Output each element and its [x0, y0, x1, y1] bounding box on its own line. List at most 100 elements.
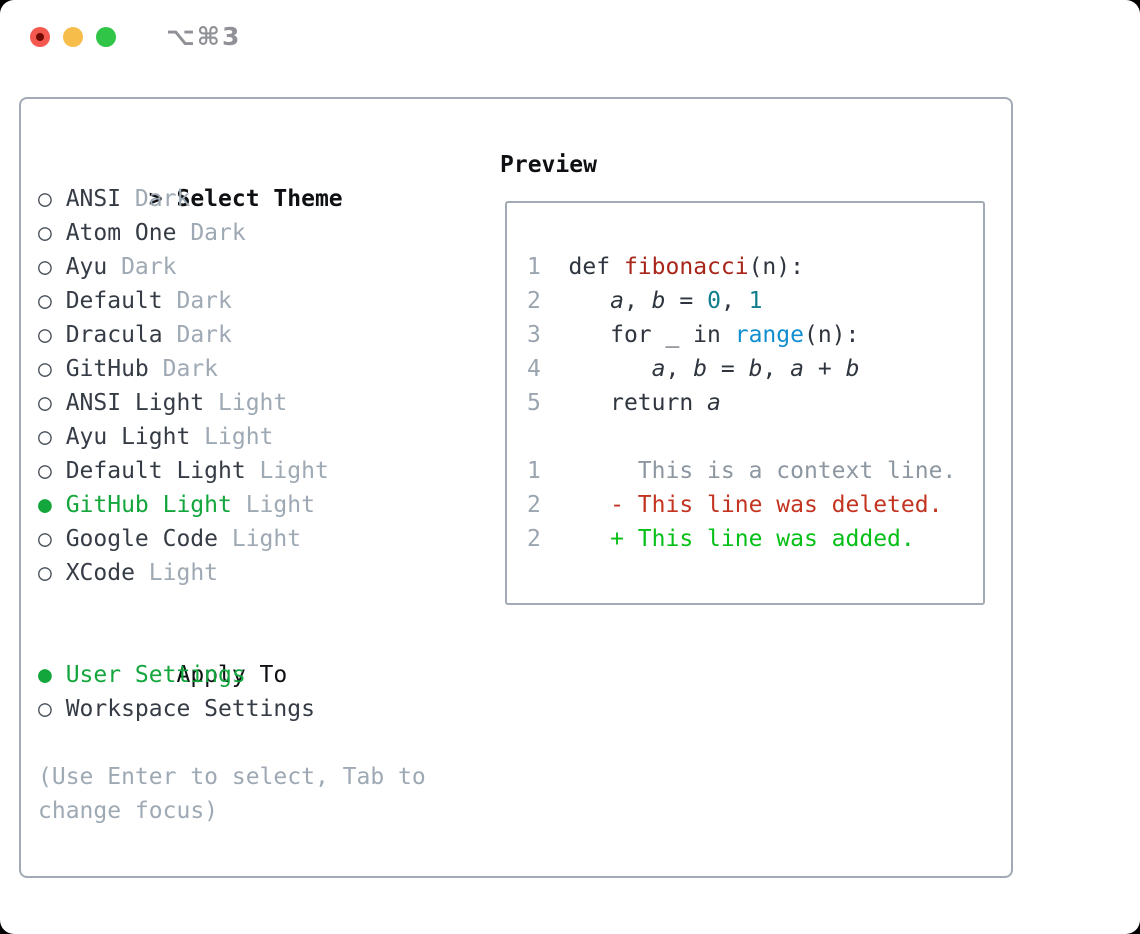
line-number: 2 — [527, 288, 541, 314]
apply-to-header: Apply To — [38, 624, 426, 688]
option-xcode[interactable]: ○XCode Light — [38, 556, 426, 590]
option-atom-one[interactable]: ○Atom One Dark — [38, 216, 426, 250]
code-token — [541, 356, 652, 382]
code-line: 1 def fibonacci(n): — [527, 250, 983, 284]
code-token: 0 — [707, 288, 721, 314]
select-theme-title: Select Theme — [176, 186, 343, 212]
code-token: , — [665, 356, 694, 382]
line-number: 1 — [527, 254, 541, 280]
radio-icon: ○ — [38, 220, 52, 246]
select-theme-header: >Select Theme — [38, 148, 426, 212]
option-label: XCode — [65, 560, 135, 586]
code-token: fibonacci — [623, 254, 749, 280]
theme-variant: Dark — [148, 356, 219, 382]
radio-icon: ○ — [38, 526, 52, 552]
code-token: + — [804, 356, 846, 382]
line-number: 5 — [527, 390, 541, 416]
theme-variant: Light — [218, 526, 302, 552]
option-label: Ayu Light — [65, 424, 191, 450]
code-token: , — [762, 356, 791, 382]
preview-code-box: 1 def fibonacci(n): 2 a, b = 0, 1 3 for _ … — [505, 201, 985, 605]
spacer — [38, 726, 426, 760]
code-token: = — [707, 356, 749, 382]
radio-icon: ○ — [38, 390, 52, 416]
code-token: b — [845, 356, 860, 382]
option-label: Workspace Settings — [65, 696, 315, 722]
unsaved-indicator-dot — [36, 33, 44, 41]
code-token: - This line was deleted. — [540, 492, 943, 518]
code-token: (n): — [748, 254, 804, 280]
line-number: 3 — [527, 322, 541, 348]
code-token: range — [734, 322, 804, 348]
preview-title: Preview — [500, 152, 597, 178]
option-github-light[interactable]: ●GitHub Light Light — [38, 488, 426, 522]
option-dracula[interactable]: ○ Dracula Dark — [38, 318, 426, 352]
radio-icon: ○ — [38, 322, 52, 348]
option-ayu[interactable]: ○Ayu Dark — [38, 250, 426, 284]
radio-icon: ○ — [38, 696, 52, 722]
radio-icon: ○ — [38, 356, 52, 382]
code-token: This is a context line. — [540, 458, 957, 484]
theme-variant: Dark — [162, 322, 232, 348]
code-token: + This line was added. — [540, 526, 915, 552]
minimize-button[interactable] — [63, 27, 83, 47]
theme-variant: Light — [245, 458, 329, 484]
option-label: Default Light — [65, 458, 246, 484]
option-label: Google Code — [65, 526, 219, 552]
radio-icon: ○ — [38, 288, 52, 314]
line-number: 2 — [527, 526, 541, 552]
code-line: 2 - This line was deleted. — [527, 488, 983, 522]
apply-to-title: Apply To — [176, 662, 288, 688]
option-label: Default — [65, 288, 163, 314]
option-label: GitHub Light — [65, 492, 232, 518]
spacer — [38, 590, 426, 624]
code-token: b — [693, 356, 708, 382]
option-default[interactable]: ○Default Dark — [38, 284, 426, 318]
titlebar: ⌥⌘3 — [0, 0, 1140, 74]
code-token — [541, 288, 610, 314]
theme-variant: Light — [204, 390, 288, 416]
code-line: 1 This is a context line. — [527, 454, 983, 488]
window-title: ⌥⌘3 — [166, 22, 242, 51]
code-token: (n): — [803, 322, 860, 348]
code-token: b — [651, 288, 666, 314]
option-label: Dracula — [65, 322, 163, 348]
option-label: Ayu — [65, 254, 108, 280]
code-token: a — [610, 288, 624, 314]
code-token: 1 — [748, 288, 763, 314]
radio-selected-icon: ● — [38, 492, 52, 518]
option-default-light[interactable]: ○ Default Light Light — [38, 454, 426, 488]
code-token: = — [665, 288, 708, 314]
code-line — [527, 420, 983, 454]
radio-icon: ○ — [38, 560, 52, 586]
option-ayu-light[interactable]: ○Ayu Light Light — [38, 420, 426, 454]
line-number: 2 — [527, 492, 541, 518]
code-token: b — [748, 356, 763, 382]
preview-panel: Preview 1 def fibonacci(n): 2 a, b = 0, 1… — [500, 148, 985, 605]
line-number: 4 — [527, 356, 541, 382]
option-label: User Settings — [65, 662, 246, 688]
hint-line-1: (Use Enter to select, Tab to — [38, 764, 426, 790]
option-ansi-light[interactable]: ○ANSI Light Light — [38, 386, 426, 420]
option-github[interactable]: ○ GitHub Dark — [38, 352, 426, 386]
zoom-button[interactable] — [96, 27, 116, 47]
option-ansi[interactable]: ○ ANSI Dark — [38, 182, 426, 216]
option-label: ANSI — [65, 186, 122, 212]
option-workspace-settings[interactable]: ○ Workspace Settings — [38, 692, 426, 726]
line-number: 1 — [527, 458, 541, 484]
close-button[interactable] — [30, 27, 50, 47]
code-line: 4 a, b = b, a + b — [527, 352, 983, 386]
option-user-settings[interactable]: ●User Settings — [38, 658, 426, 692]
hint-line-2: change focus) — [38, 798, 219, 824]
radio-icon: ○ — [38, 458, 52, 484]
code-token: for _ in — [540, 322, 735, 348]
theme-list: ○ANSI Dark○Atom One Dark○Ayu Dark○Defaul… — [38, 182, 426, 590]
option-google-code[interactable]: ○ Google Code Light — [38, 522, 426, 556]
code-token: a — [707, 390, 721, 416]
option-label: GitHub — [65, 356, 149, 382]
theme-variant: Dark — [121, 186, 191, 212]
theme-variant: Light — [190, 424, 274, 450]
theme-panel: >Select Theme ○ANSI Dark○Atom One Dark○A… — [38, 148, 426, 828]
radio-icon: ○ — [38, 186, 52, 212]
